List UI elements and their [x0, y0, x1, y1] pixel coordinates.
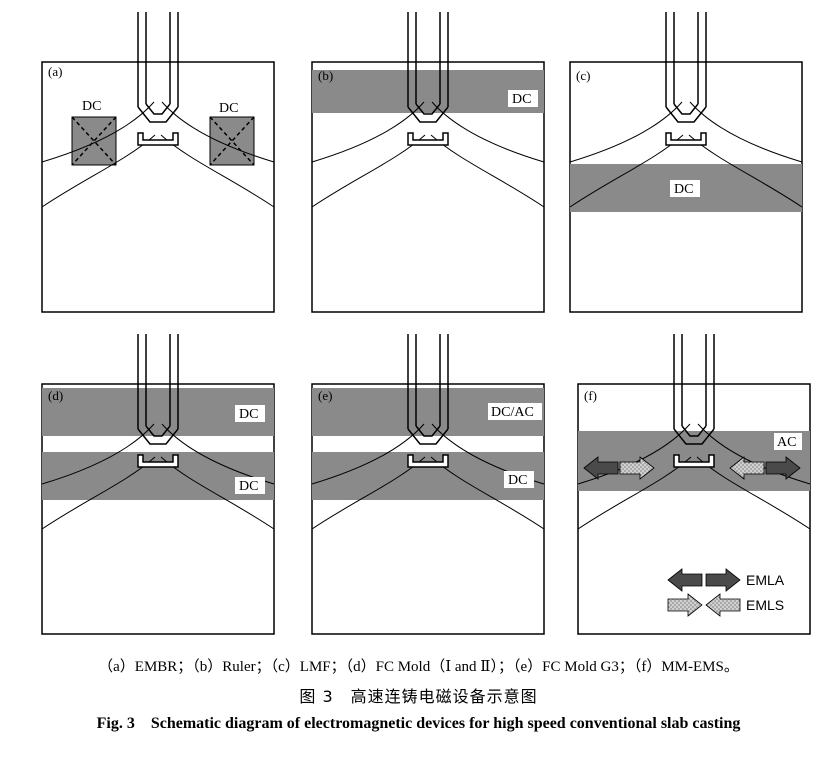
- emls-right-arrow-icon: [729, 456, 765, 480]
- ems-field-band: [578, 431, 810, 491]
- label-dc-left: DC: [82, 99, 101, 114]
- legend-emls-label: EMLS: [746, 597, 784, 613]
- panel-subcaption: （a）EMBR；（b）Ruler；（c）LMF；（d）FC Mold（Ⅰ and…: [98, 659, 739, 675]
- emla-left-arrow-icon: [583, 456, 619, 480]
- sen-nozzle: [673, 334, 715, 468]
- label-dc-upper: DC: [239, 407, 258, 422]
- figure-caption-chinese: 图 3 高速连铸电磁设备示意图: [299, 687, 538, 706]
- label-dc-right: DC: [219, 101, 238, 116]
- legend-emla-label: EMLA: [746, 572, 785, 588]
- embr-left-coil: [71, 116, 117, 166]
- sen-nozzle: [407, 12, 449, 146]
- panel-tag-d: (d): [48, 388, 63, 403]
- emls-left-arrow-icon: [619, 456, 655, 480]
- panel-tag-f: (f): [584, 388, 597, 403]
- panel-tag-e: (e): [318, 388, 332, 403]
- label-dc-lower: DC: [239, 479, 258, 494]
- sen-nozzle: [137, 334, 179, 468]
- emla-legend-right-arrow-icon: [705, 568, 741, 592]
- emla-legend-left-arrow-icon: [667, 568, 703, 592]
- legend: EMLA EMLS: [667, 568, 785, 617]
- label-dc: DC: [674, 182, 693, 197]
- label-dc-ac: DC/AC: [491, 405, 534, 420]
- panel-c: (c) DC: [569, 12, 803, 313]
- emla-right-arrow-icon: [765, 456, 801, 480]
- embr-right-coil: [209, 116, 255, 166]
- emls-legend-right-arrow-icon: [667, 593, 703, 617]
- panel-e: (e) DC/AC DC: [311, 334, 545, 635]
- device-schematic-figure: (a) DC DC (b) DC: [41, 12, 811, 635]
- label-dc: DC: [512, 92, 531, 107]
- panel-tag-c: (c): [576, 68, 590, 83]
- sen-nozzle: [665, 12, 707, 146]
- panel-d: (d) DC DC: [41, 334, 275, 635]
- emls-legend-left-arrow-icon: [705, 593, 741, 617]
- sen-nozzle: [407, 334, 449, 468]
- panel-tag-b: (b): [318, 68, 333, 83]
- panel-a: (a) DC DC: [41, 12, 275, 313]
- panel-b: (b) DC: [311, 12, 545, 313]
- ruler-field-band: [312, 70, 544, 113]
- label-ac: AC: [777, 435, 796, 450]
- sen-nozzle: [137, 12, 179, 146]
- panel-f: (f) AC EMLA EMLS: [577, 334, 811, 635]
- panel-tag-a: (a): [48, 64, 62, 79]
- figure-caption-english: Fig. 3 Schematic diagram of electromagne…: [96, 715, 741, 732]
- label-dc-lower: DC: [508, 473, 527, 488]
